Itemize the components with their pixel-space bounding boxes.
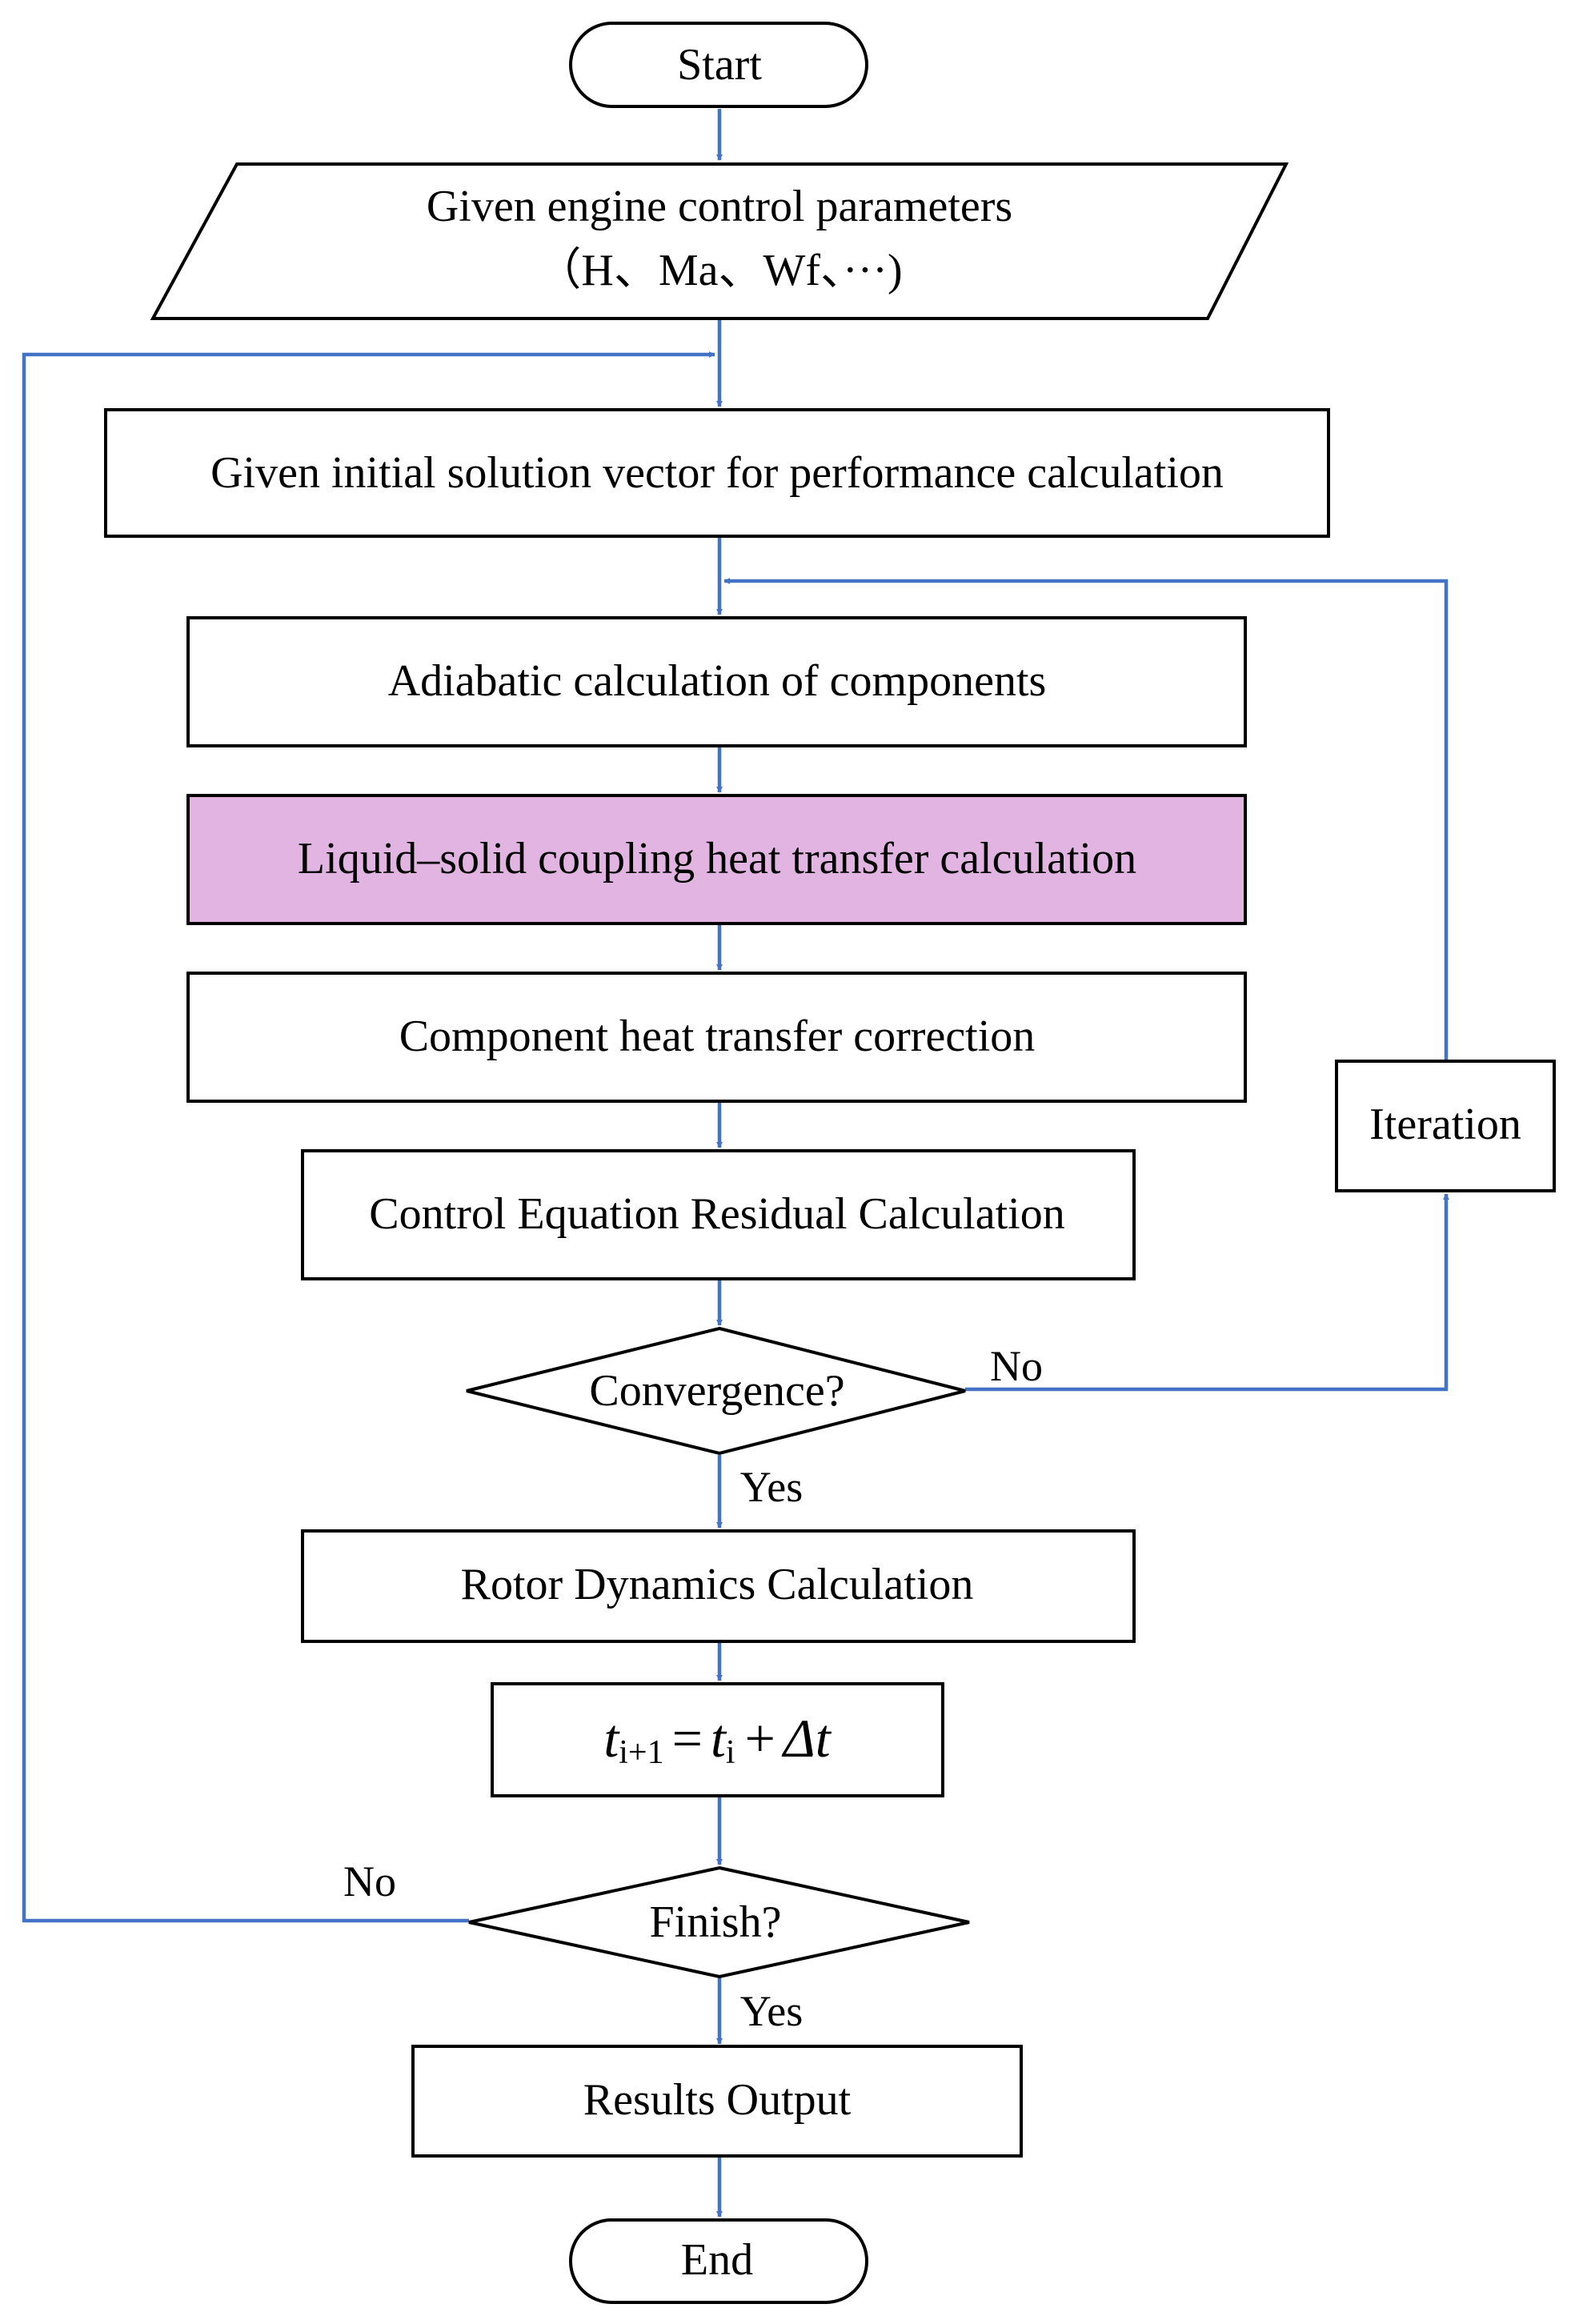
start-node: Start xyxy=(569,22,868,108)
arrow-iteration-back-to-adiabatic xyxy=(723,578,1449,1060)
end-label: End xyxy=(681,2235,753,2285)
coupling-node: Liquid–solid coupling heat transfer calc… xyxy=(186,794,1247,925)
rotor-node: Rotor Dynamics Calculation xyxy=(301,1529,1136,1643)
rotor-label: Rotor Dynamics Calculation xyxy=(461,1560,974,1609)
time-step-plus: + xyxy=(745,1708,775,1769)
iteration-label: Iteration xyxy=(1369,1100,1521,1149)
finish-no-label: No xyxy=(343,1857,396,1905)
convergence-yes-label: Yes xyxy=(740,1463,804,1511)
input-label-line2: （H、Ma、Wf、···) xyxy=(536,246,902,295)
start-label: Start xyxy=(677,40,762,90)
adiabatic-node: Adiabatic calculation of components xyxy=(186,616,1247,747)
end-node: End xyxy=(569,2218,868,2304)
residual-node: Control Equation Residual Calculation xyxy=(301,1149,1136,1280)
coupling-highlight-box xyxy=(186,794,1247,925)
convergence-label: Convergence? xyxy=(589,1366,844,1416)
finish-node: Finish? xyxy=(468,1865,970,1979)
input-parameters-node: Given engine control parameters （H、Ma、Wf… xyxy=(150,162,1289,320)
convergence-node: Convergence? xyxy=(466,1326,966,1456)
time-step-rhs-var: t xyxy=(711,1708,727,1769)
initial-vector-label: Given initial solution vector for perfor… xyxy=(210,448,1224,498)
time-step-delta: Δt xyxy=(781,1708,832,1769)
initial-vector-node: Given initial solution vector for perfor… xyxy=(104,408,1330,538)
results-node: Results Output xyxy=(411,2045,1023,2158)
convergence-no-label: No xyxy=(990,1342,1043,1390)
adiabatic-label: Adiabatic calculation of components xyxy=(388,656,1047,706)
connectors xyxy=(22,109,1449,2218)
time-step-equation: ti+1=ti+Δt xyxy=(603,1708,832,1771)
arrow-convergence-no-to-iteration xyxy=(965,1193,1449,1392)
time-step-rhs-sub: i xyxy=(726,1734,735,1771)
time-step-equals: = xyxy=(672,1708,703,1769)
finish-label: Finish? xyxy=(650,1897,782,1947)
arrow-finish-no-back-to-initial-vector xyxy=(22,351,715,1923)
coupling-label: Liquid–solid coupling heat transfer calc… xyxy=(298,834,1136,884)
residual-label: Control Equation Residual Calculation xyxy=(369,1189,1064,1239)
time-step-lhs-var: t xyxy=(603,1708,620,1769)
time-step-node: ti+1=ti+Δt xyxy=(491,1682,944,1797)
finish-yes-label: Yes xyxy=(740,1987,804,2035)
correction-node: Component heat transfer correction xyxy=(186,972,1247,1103)
input-label-line1: Given engine control parameters xyxy=(427,182,1012,231)
time-step-lhs-sub: i+1 xyxy=(619,1734,663,1771)
iteration-node: Iteration xyxy=(1335,1060,1556,1192)
correction-label: Component heat transfer correction xyxy=(399,1012,1036,1061)
results-label: Results Output xyxy=(583,2075,852,2125)
